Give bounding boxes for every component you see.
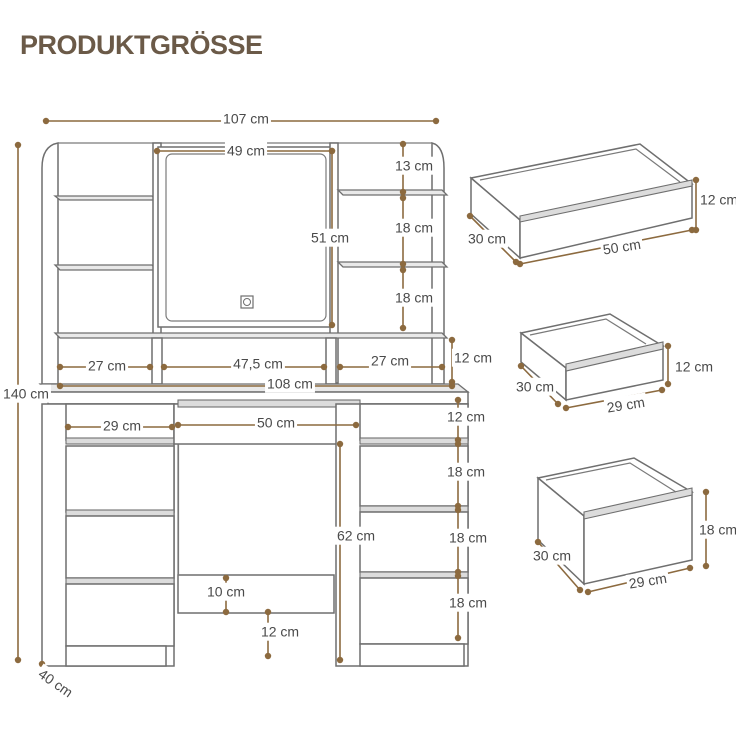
dim-middle-compartment-label: 47,5 cm [233,356,283,372]
dim-back-panel-label: 10 cm [207,584,245,600]
dim-drawer-3-height: 18 cm [446,506,490,576]
dim-top-drawer-height: 12 cm [444,396,488,444]
mirror-touch-switch-icon [240,295,254,309]
dim-leg-space-height-label: 62 cm [337,528,375,544]
dim-middle-compartment: 47,5 cm [160,354,328,373]
dim-small-drawer-height-label: 12 cm [675,359,713,375]
dim-desk-width-label: 108 cm [267,376,313,392]
dim-total-height-label: 140 cm [3,386,49,402]
dim-deep-drawer-depth: 30 cm [530,538,584,594]
dim-deep-drawer-width-label: 29 cm [628,570,668,592]
dim-leg-space-height: 62 cm [334,440,378,664]
dim-large-drawer-height: 12 cm [692,176,736,234]
dim-small-drawer-height: 12 cm [664,342,716,388]
dim-drawer-3-height-label: 18 cm [449,530,487,546]
dim-right-shelf-top: 13 cm [392,140,436,196]
dim-large-drawer-width: 50 cm [516,226,696,268]
drawer-deep [536,457,695,586]
dim-desk-width: 108 cm [56,374,456,393]
dimension-lines: 107 cm 49 cm 51 cm 140 cm 13 cm 18 cm 18 cm 27 … [1,109,736,703]
dim-small-drawer-width-label: 29 cm [606,394,646,416]
dim-large-drawer-width-label: 50 cm [602,236,642,258]
dim-center-drawer-width: 50 cm [174,413,360,432]
dim-mirror-height: 51 cm [308,147,352,329]
dim-floor-gap-label: 12 cm [261,624,299,640]
dim-small-drawer-depth-label: 30 cm [516,379,554,395]
dim-large-drawer-depth: 30 cm [465,212,520,266]
dim-total-width: 107 cm [42,109,440,128]
dim-small-drawer-width: 29 cm [562,386,666,417]
dim-left-compartment: 27 cm [56,356,154,375]
dim-right-compartment-label: 27 cm [371,353,409,369]
dim-deep-drawer-depth-label: 30 cm [533,548,571,564]
dim-drawer-4-height-label: 18 cm [449,595,487,611]
dim-left-compartment-label: 27 cm [88,358,126,374]
dim-mirror-width-label: 49 cm [227,143,265,159]
dim-total-width-label: 107 cm [223,111,269,127]
dim-floor-gap: 12 cm [258,608,302,660]
dim-center-drawer-width-label: 50 cm [257,415,295,431]
dim-depth: 40 cm [33,660,79,703]
page-title: PRODUKTGRÖSSE [20,30,263,60]
dim-deep-drawer-height: 18 cm [696,488,736,570]
dim-right-shelf-mid-label: 18 cm [395,220,433,236]
dim-total-height: 140 cm [1,141,51,664]
dim-right-compartment: 27 cm [336,351,446,371]
dim-shelf-height: 12 cm [448,336,495,386]
dim-top-drawer-height-label: 12 cm [447,409,485,425]
dim-small-drawer-depth: 30 cm [513,362,562,408]
dim-right-shelf-mid: 18 cm [392,194,436,268]
dim-right-shelf-top-label: 13 cm [395,158,433,174]
dim-left-drawer-width-label: 29 cm [103,418,141,434]
dim-drawer-2-height: 18 cm [444,440,488,510]
dim-back-panel: 10 cm [204,574,248,616]
dim-drawer-2-height-label: 18 cm [447,464,485,480]
dim-shelf-height-label: 12 cm [454,350,492,366]
dim-large-drawer-depth-label: 30 cm [468,231,506,247]
dim-right-shelf-low-label: 18 cm [395,290,433,306]
dim-mirror-height-label: 51 cm [311,230,349,246]
dim-deep-drawer-width: 29 cm [584,564,694,596]
drawer-large [469,143,694,260]
dim-right-shelf-low: 18 cm [392,266,436,332]
dim-deep-drawer-height-label: 18 cm [699,522,736,538]
dim-large-drawer-height-label: 12 cm [700,192,736,208]
dim-left-drawer-width: 29 cm [64,416,176,435]
dim-drawer-4-height: 18 cm [446,572,490,642]
